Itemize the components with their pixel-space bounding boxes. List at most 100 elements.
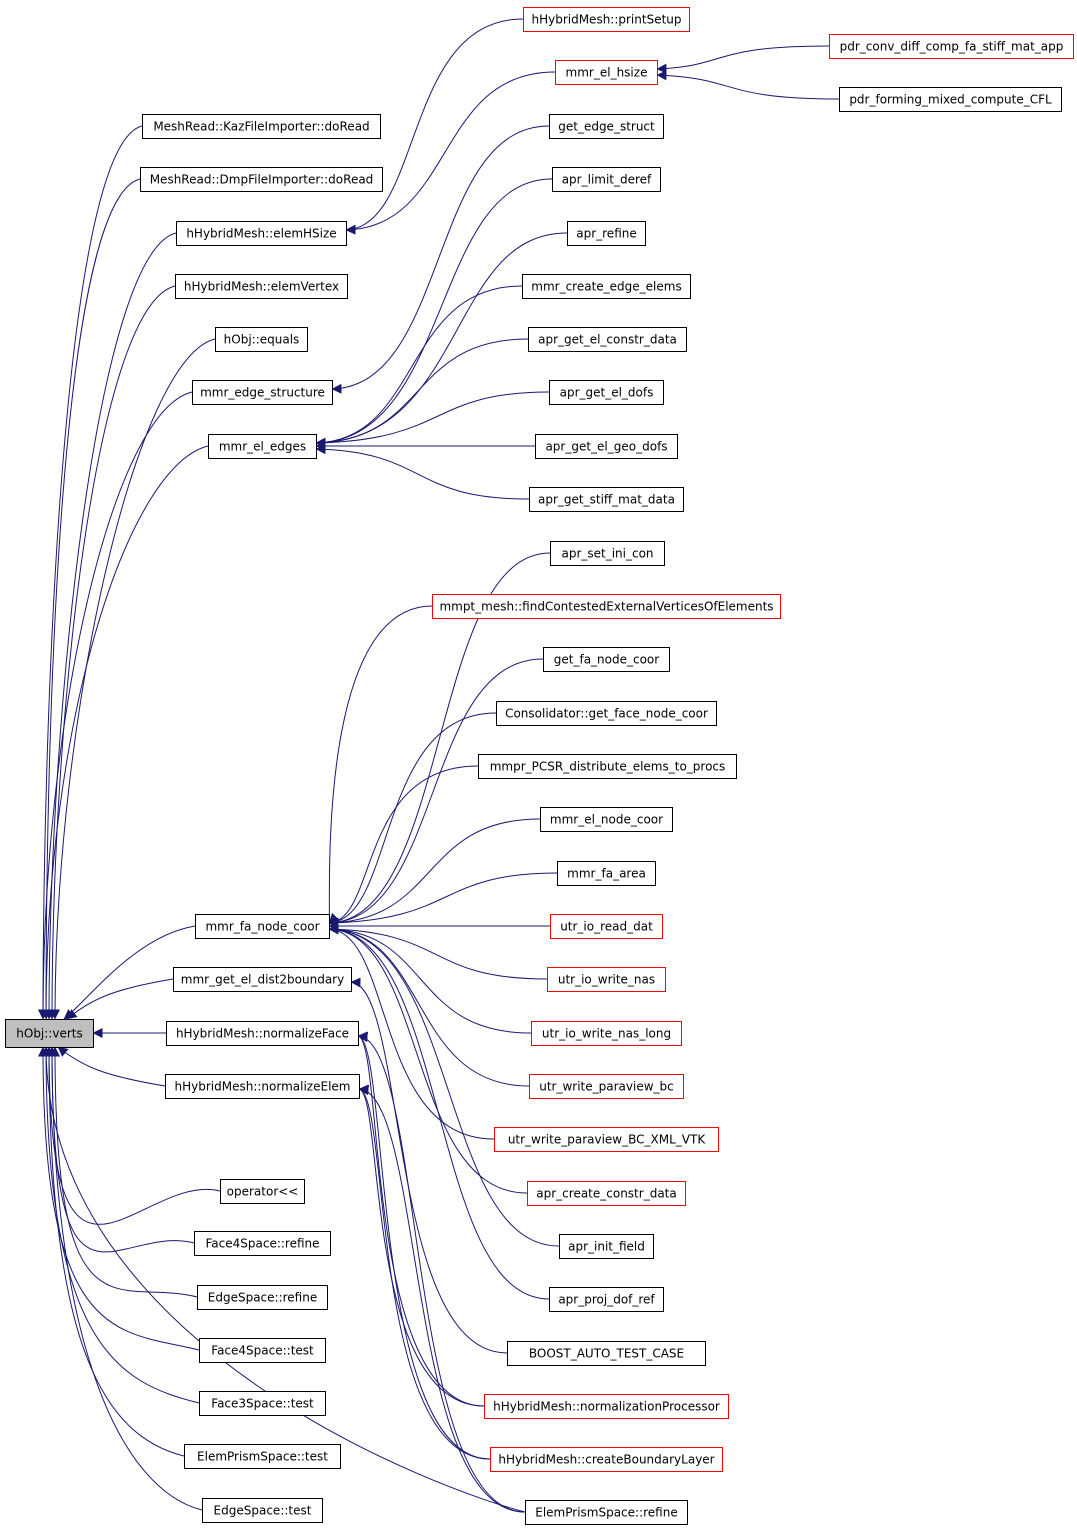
node-mmr-edge-structure[interactable]: mmr_edge_structure	[192, 380, 333, 405]
node-label: Consolidator::get_face_node_coor	[505, 707, 708, 721]
node-get-fa-node-coor[interactable]: get_fa_node_coor	[543, 647, 670, 672]
node-mmr-el-edges[interactable]: mmr_el_edges	[208, 434, 317, 459]
node-mmr-create-edge-elems[interactable]: mmr_create_edge_elems	[522, 274, 691, 299]
node-apr-create-constr-data[interactable]: apr_create_constr_data	[527, 1181, 686, 1206]
node-utr-io-write-nas[interactable]: utr_io_write_nas	[547, 967, 666, 992]
node-apr-get-el-geo-dofs[interactable]: apr_get_el_geo_dofs	[535, 434, 678, 459]
node-label: hHybridMesh::normalizeElem	[175, 1080, 351, 1094]
node-hhybridmesh-normalizationprocessor[interactable]: hHybridMesh::normalizationProcessor	[484, 1394, 729, 1419]
node-apr-limit-deref[interactable]: apr_limit_deref	[552, 167, 661, 192]
node-box	[507, 1341, 706, 1366]
node-get-edge-struct[interactable]: get_edge_struct	[549, 114, 664, 139]
node-hhybridmesh-createboundarylayer[interactable]: hHybridMesh::createBoundaryLayer	[490, 1447, 723, 1472]
node-face4space-refine[interactable]: Face4Space::refine	[194, 1231, 331, 1256]
node-label: mmr_fa_area	[567, 867, 646, 881]
node-apr-refine[interactable]: apr_refine	[567, 221, 646, 246]
node-hhybridmesh-normalizeelem[interactable]: hHybridMesh::normalizeElem	[165, 1074, 360, 1099]
edge-writeNas-to-faNodeCoor	[328, 924, 548, 980]
node-label: pdr_conv_diff_comp_fa_stiff_mat_app	[840, 40, 1064, 54]
node-apr-get-el-dofs[interactable]: apr_get_el_dofs	[549, 380, 664, 405]
node-box	[527, 1181, 686, 1206]
edge-edgeTest-to-verts	[47, 1046, 203, 1511]
node-mmr-el-hsize[interactable]: mmr_el_hsize	[555, 60, 658, 85]
node-apr-set-ini-con[interactable]: apr_set_ini_con	[550, 541, 665, 566]
node-box	[184, 1444, 341, 1469]
node-box	[557, 861, 656, 886]
edge-dist2boundary-to-verts	[66, 978, 174, 1020]
node-label: apr_get_el_dofs	[560, 386, 654, 400]
node-edgespace-refine[interactable]: EdgeSpace::refine	[197, 1285, 328, 1310]
node-label: get_edge_struct	[558, 120, 655, 134]
node-label: utr_io_write_nas	[558, 973, 655, 987]
edge-pdrForm-to-elHsize	[656, 70, 840, 100]
node-mmr-el-node-coor[interactable]: mmr_el_node_coor	[540, 807, 673, 832]
node-apr-init-field[interactable]: apr_init_field	[559, 1234, 654, 1259]
node-label: utr_io_read_dat	[560, 920, 653, 934]
node-hobj-equals[interactable]: hObj::equals	[215, 327, 308, 352]
node-hhybridmesh-normalizeface[interactable]: hHybridMesh::normalizeFace	[166, 1021, 359, 1046]
node-utr-write-paraview-bc-xml-vtk[interactable]: utr_write_paraview_BC_XML_VTK	[494, 1127, 719, 1152]
node-box	[215, 327, 308, 352]
node-label: apr_set_ini_con	[561, 547, 653, 561]
edge-initField-to-faNodeCoor	[328, 924, 560, 1247]
node-hhybridmesh-printsetup[interactable]: hHybridMesh::printSetup	[523, 7, 690, 32]
node-label: apr_init_field	[568, 1240, 645, 1254]
node-box	[525, 1500, 688, 1525]
node-edgespace-test[interactable]: EdgeSpace::test	[202, 1498, 323, 1523]
node-mmr-get-el-dist2boundary[interactable]: mmr_get_el_dist2boundary	[173, 967, 352, 992]
edge-dmp-to-verts	[41, 178, 141, 1020]
node-apr-proj-dof-ref[interactable]: apr_proj_dof_ref	[549, 1287, 664, 1312]
node-box	[197, 1285, 328, 1310]
node-hobj-verts[interactable]: hObj::verts	[5, 1019, 94, 1048]
node-label: apr_get_el_geo_dofs	[545, 440, 667, 454]
node-label: Face4Space::test	[211, 1344, 314, 1358]
node-box	[540, 807, 673, 832]
node-mmpt-mesh-findcontestedexternalverticesofelements[interactable]: mmpt_mesh::findContestedExternalVertices…	[432, 594, 781, 619]
edge-elemHSize-to-verts	[44, 232, 177, 1020]
node-apr-get-el-constr-data[interactable]: apr_get_el_constr_data	[528, 327, 687, 352]
node-box	[199, 1338, 326, 1363]
edge-normElem-to-verts	[57, 1046, 166, 1087]
node-mmr-fa-area[interactable]: mmr_fa_area	[557, 861, 656, 886]
node-box	[550, 914, 663, 939]
node-label: hHybridMesh::printSetup	[531, 13, 681, 27]
edge-paraXml-to-faNodeCoor	[328, 924, 495, 1140]
edge-elNodeCoor-to-faNodeCoor	[328, 818, 541, 928]
node-mmpr-pcsr-distribute-elems-to-procs[interactable]: mmpr_PCSR_distribute_elems_to_procs	[478, 754, 737, 779]
node-boost-auto-test-case[interactable]: BOOST_AUTO_TEST_CASE	[507, 1341, 706, 1366]
node-elemprismspace-refine[interactable]: ElemPrismSpace::refine	[525, 1500, 688, 1525]
node-label: mmr_get_el_dist2boundary	[181, 973, 344, 987]
node-box	[432, 594, 781, 619]
edge-getEdgeStruct-to-edgeStructure	[331, 125, 550, 394]
node-face3space-test[interactable]: Face3Space::test	[199, 1391, 326, 1416]
node-box	[839, 87, 1062, 112]
node-meshread-dmpfileimporter-doread[interactable]: MeshRead::DmpFileImporter::doRead	[140, 167, 383, 192]
node-face4space-test[interactable]: Face4Space::test	[199, 1338, 326, 1363]
node-apr-get-stiff-mat-data[interactable]: apr_get_stiff_mat_data	[529, 487, 684, 512]
node-hhybridmesh-elemhsize[interactable]: hHybridMesh::elemHSize	[176, 221, 347, 246]
node-utr-io-write-nas-long[interactable]: utr_io_write_nas_long	[531, 1021, 682, 1046]
node-utr-io-read-dat[interactable]: utr_io_read_dat	[550, 914, 663, 939]
node-box	[549, 114, 664, 139]
edge-opShift-to-verts	[44, 1046, 221, 1225]
node-pdr-forming-mixed-compute-cfl[interactable]: pdr_forming_mixed_compute_CFL	[839, 87, 1062, 112]
node-box	[165, 1074, 360, 1099]
node-box	[140, 167, 383, 192]
node-box	[176, 221, 347, 246]
node-label: hObj::verts	[16, 1027, 82, 1041]
node-hhybridmesh-elemvertex[interactable]: hHybridMesh::elemVertex	[175, 274, 348, 299]
node-box	[549, 380, 664, 405]
node-box	[547, 967, 666, 992]
node-box	[199, 1391, 326, 1416]
node-elemprismspace-test[interactable]: ElemPrismSpace::test	[184, 1444, 341, 1469]
node-box	[496, 701, 717, 726]
node-operator[interactable]: operator<<	[220, 1179, 305, 1204]
node-consolidator-get-face-node-coor[interactable]: Consolidator::get_face_node_coor	[496, 701, 717, 726]
node-utr-write-paraview-bc[interactable]: utr_write_paraview_bc	[529, 1074, 684, 1099]
node-mmr-fa-node-coor[interactable]: mmr_fa_node_coor	[195, 914, 330, 939]
node-label: apr_limit_deref	[562, 173, 652, 187]
node-meshread-kazfileimporter-doread[interactable]: MeshRead::KazFileImporter::doRead	[142, 114, 381, 139]
node-label: mmr_create_edge_elems	[531, 280, 681, 294]
node-label: apr_create_constr_data	[536, 1187, 676, 1201]
node-pdr-conv-diff-comp-fa-stiff-mat-app[interactable]: pdr_conv_diff_comp_fa_stiff_mat_app	[829, 34, 1074, 59]
